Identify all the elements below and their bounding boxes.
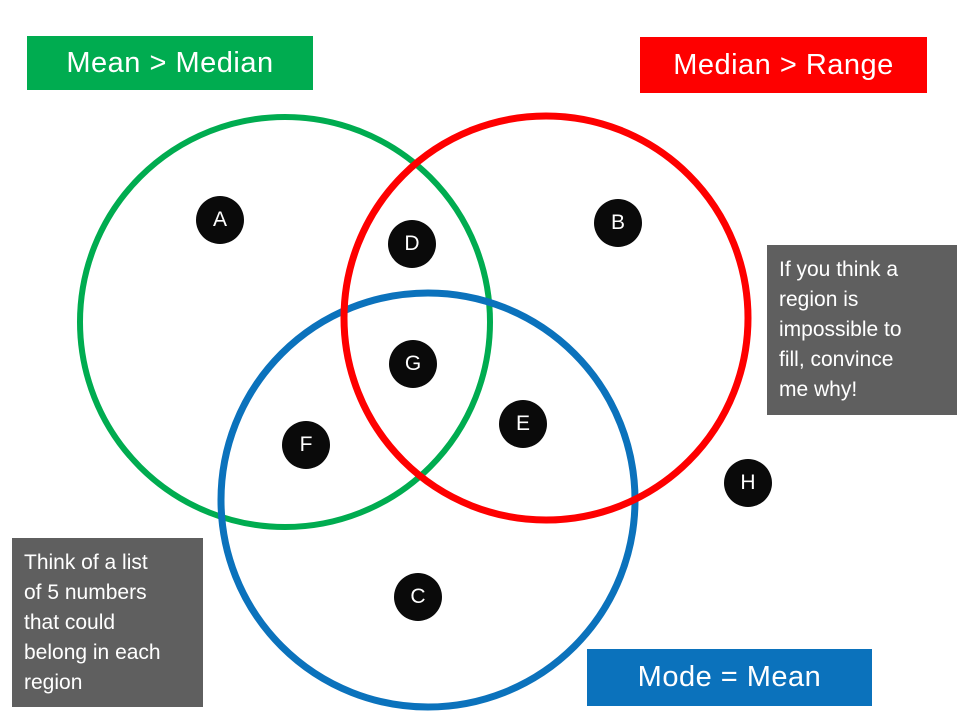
venn-dot-h: H — [724, 459, 772, 507]
label-mean-greater-median: Mean > Median — [27, 36, 313, 90]
venn-dot-a: A — [196, 196, 244, 244]
venn-dot-d: D — [388, 220, 436, 268]
venn-dot-b: B — [594, 199, 642, 247]
circle-median-greater-range — [340, 112, 752, 524]
venn-dot-e: E — [499, 400, 547, 448]
label-mode-equals-mean: Mode = Mean — [587, 649, 872, 706]
circle-mean-greater-median — [77, 114, 493, 530]
venn-dot-g: G — [389, 340, 437, 388]
venn-dot-c: C — [394, 573, 442, 621]
venn-dot-f: F — [282, 421, 330, 469]
label-median-greater-range: Median > Range — [640, 37, 927, 93]
